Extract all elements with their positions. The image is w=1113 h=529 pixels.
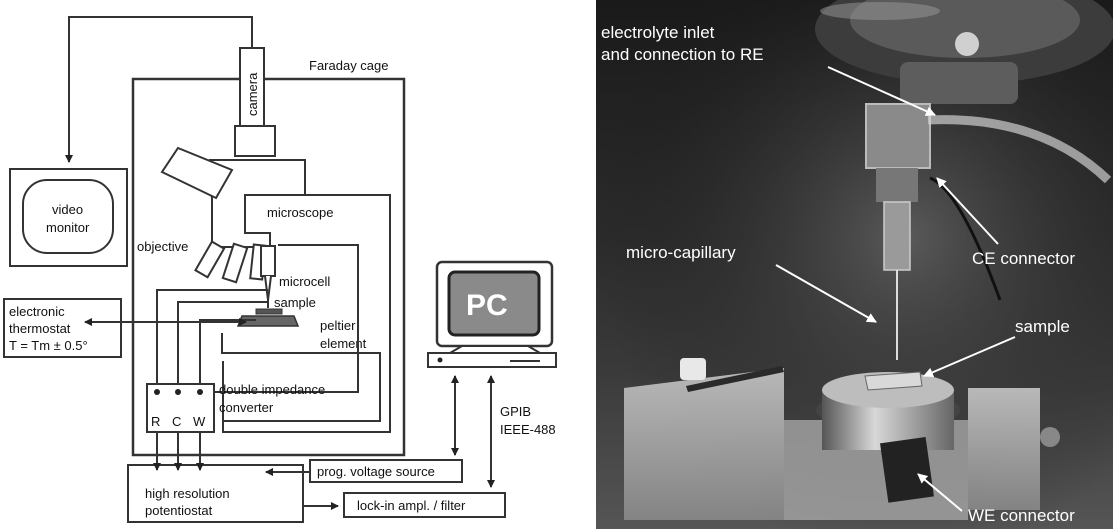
video-monitor-label-1: video — [52, 202, 83, 217]
pc-base-neck — [446, 345, 544, 354]
potentiostat-label-1: high resolution — [145, 486, 230, 501]
camera-label: camera — [245, 72, 260, 116]
camera-to-monitor-line — [65, 16, 253, 163]
microcell-label: microcell — [279, 274, 330, 289]
micro-capillary-label: micro-capillary — [626, 243, 736, 262]
objective-label: objective — [137, 239, 188, 254]
electrolyte-inlet-arrow — [827, 66, 936, 116]
micro-capillary-arrow — [775, 264, 877, 323]
peltier-label: peltier — [320, 318, 356, 333]
setup-photo: electrolyte inlet and connection to RE m… — [596, 0, 1113, 529]
lockin-box — [343, 492, 506, 518]
element-label: element — [320, 336, 367, 351]
terminal-w: W — [193, 414, 206, 429]
thermostat-label-2: thermostat — [9, 321, 71, 336]
photo-sample-arrow — [923, 336, 1016, 378]
video-monitor-label-2: monitor — [46, 220, 90, 235]
gpib-label-2: IEEE-488 — [500, 422, 556, 437]
sample-piece — [255, 308, 283, 315]
terminal-r: R — [151, 414, 160, 429]
video-monitor-screen — [22, 179, 114, 254]
sample-label: sample — [274, 295, 316, 310]
ce-connector-label: CE connector — [972, 249, 1075, 268]
camera-mount — [234, 125, 276, 157]
cable-loop-2 — [213, 244, 359, 393]
lockin-label: lock-in ampl. / filter — [357, 498, 466, 513]
high-resolution-potentiostat — [127, 464, 304, 523]
pc-label: PC — [466, 289, 508, 322]
thermostat-label-3: T = Tm ± 0.5° — [9, 338, 88, 353]
ce-connector-arrow — [936, 177, 999, 245]
thermostat-label-1: electronic — [9, 304, 65, 319]
schematic-diagram: Faraday cage camera microscope objective… — [3, 16, 557, 523]
voltage-source-label: prog. voltage source — [317, 464, 435, 479]
photo-sample-label: sample — [1015, 317, 1070, 336]
microcell-tip — [264, 275, 272, 301]
we-connector-label: WE connector — [968, 506, 1075, 525]
faraday-cage-box — [131, 77, 406, 457]
wire-r — [156, 289, 268, 393]
microscope-label: microscope — [267, 205, 333, 220]
cable-loop-1 — [221, 333, 381, 422]
electrolyte-inlet-label-2: and connection to RE — [601, 45, 764, 64]
pc-base — [427, 352, 557, 368]
terminal-c: C — [172, 414, 181, 429]
wire-c — [177, 301, 268, 393]
electrolyte-inlet-label-1: electrolyte inlet — [601, 23, 715, 42]
we-connector-arrow — [917, 473, 963, 512]
potentiostat-label-2: potentiostat — [145, 503, 213, 518]
objective-lens-2 — [221, 242, 249, 284]
electronic-thermostat — [3, 298, 122, 358]
cable-loop-3 — [222, 194, 391, 433]
double-impedance-label-2: converter — [219, 400, 274, 415]
eyepiece — [160, 146, 234, 200]
faraday-cage-label: Faraday cage — [309, 58, 389, 73]
gpib-label-1: GPIB — [500, 404, 531, 419]
objective-lens-1 — [194, 240, 226, 279]
microscope-body — [208, 159, 306, 248]
pc-screen — [447, 270, 541, 337]
objective-lens-4 — [260, 245, 276, 277]
double-impedance-label-1: double impedance — [219, 382, 325, 397]
